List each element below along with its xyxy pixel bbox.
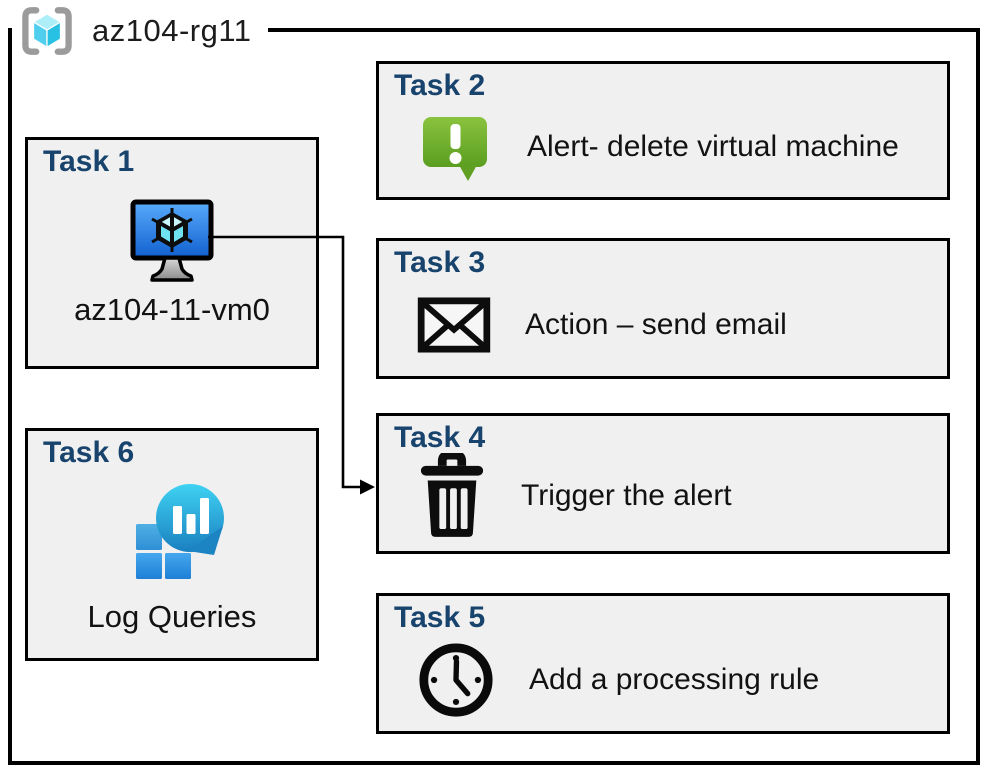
task3-label: Action – send email — [525, 307, 787, 341]
task1-title: Task 1 — [43, 145, 135, 178]
clock-icon — [417, 641, 495, 719]
email-icon — [417, 296, 491, 353]
task2-label: Alert- delete virtual machine — [527, 129, 899, 163]
task4-label: Trigger the alert — [521, 478, 732, 512]
task3-title: Task 3 — [394, 246, 486, 279]
task6-box: Task 6 — [25, 428, 319, 661]
trash-icon — [417, 452, 487, 539]
task1-box: Task 1 — [25, 137, 319, 369]
resource-group-icon — [18, 4, 76, 58]
task3-box: Task 3 Action – send email — [376, 238, 950, 379]
virtual-machine-icon — [127, 198, 217, 286]
alert-icon — [417, 109, 493, 185]
task2-title: Task 2 — [394, 69, 486, 102]
task4-title: Task 4 — [394, 421, 486, 454]
task5-title: Task 5 — [394, 601, 486, 634]
resource-group-name: az104-rg11 — [92, 13, 252, 48]
task6-label: Log Queries — [87, 599, 257, 634]
task6-title: Task 6 — [43, 436, 135, 469]
task2-box: Task 2 Alert- delete virtual machine — [376, 61, 950, 200]
resource-group-frame — [8, 28, 980, 765]
resource-group-header: az104-rg11 — [12, 2, 268, 60]
task1-vm-name: az104-11-vm0 — [74, 292, 270, 327]
task5-label: Add a processing rule — [529, 662, 820, 696]
task5-box: Task 5 Add a processing rule — [376, 593, 950, 734]
task4-box: Task 4 Trigger the alert — [376, 413, 950, 554]
log-queries-icon — [128, 483, 228, 581]
